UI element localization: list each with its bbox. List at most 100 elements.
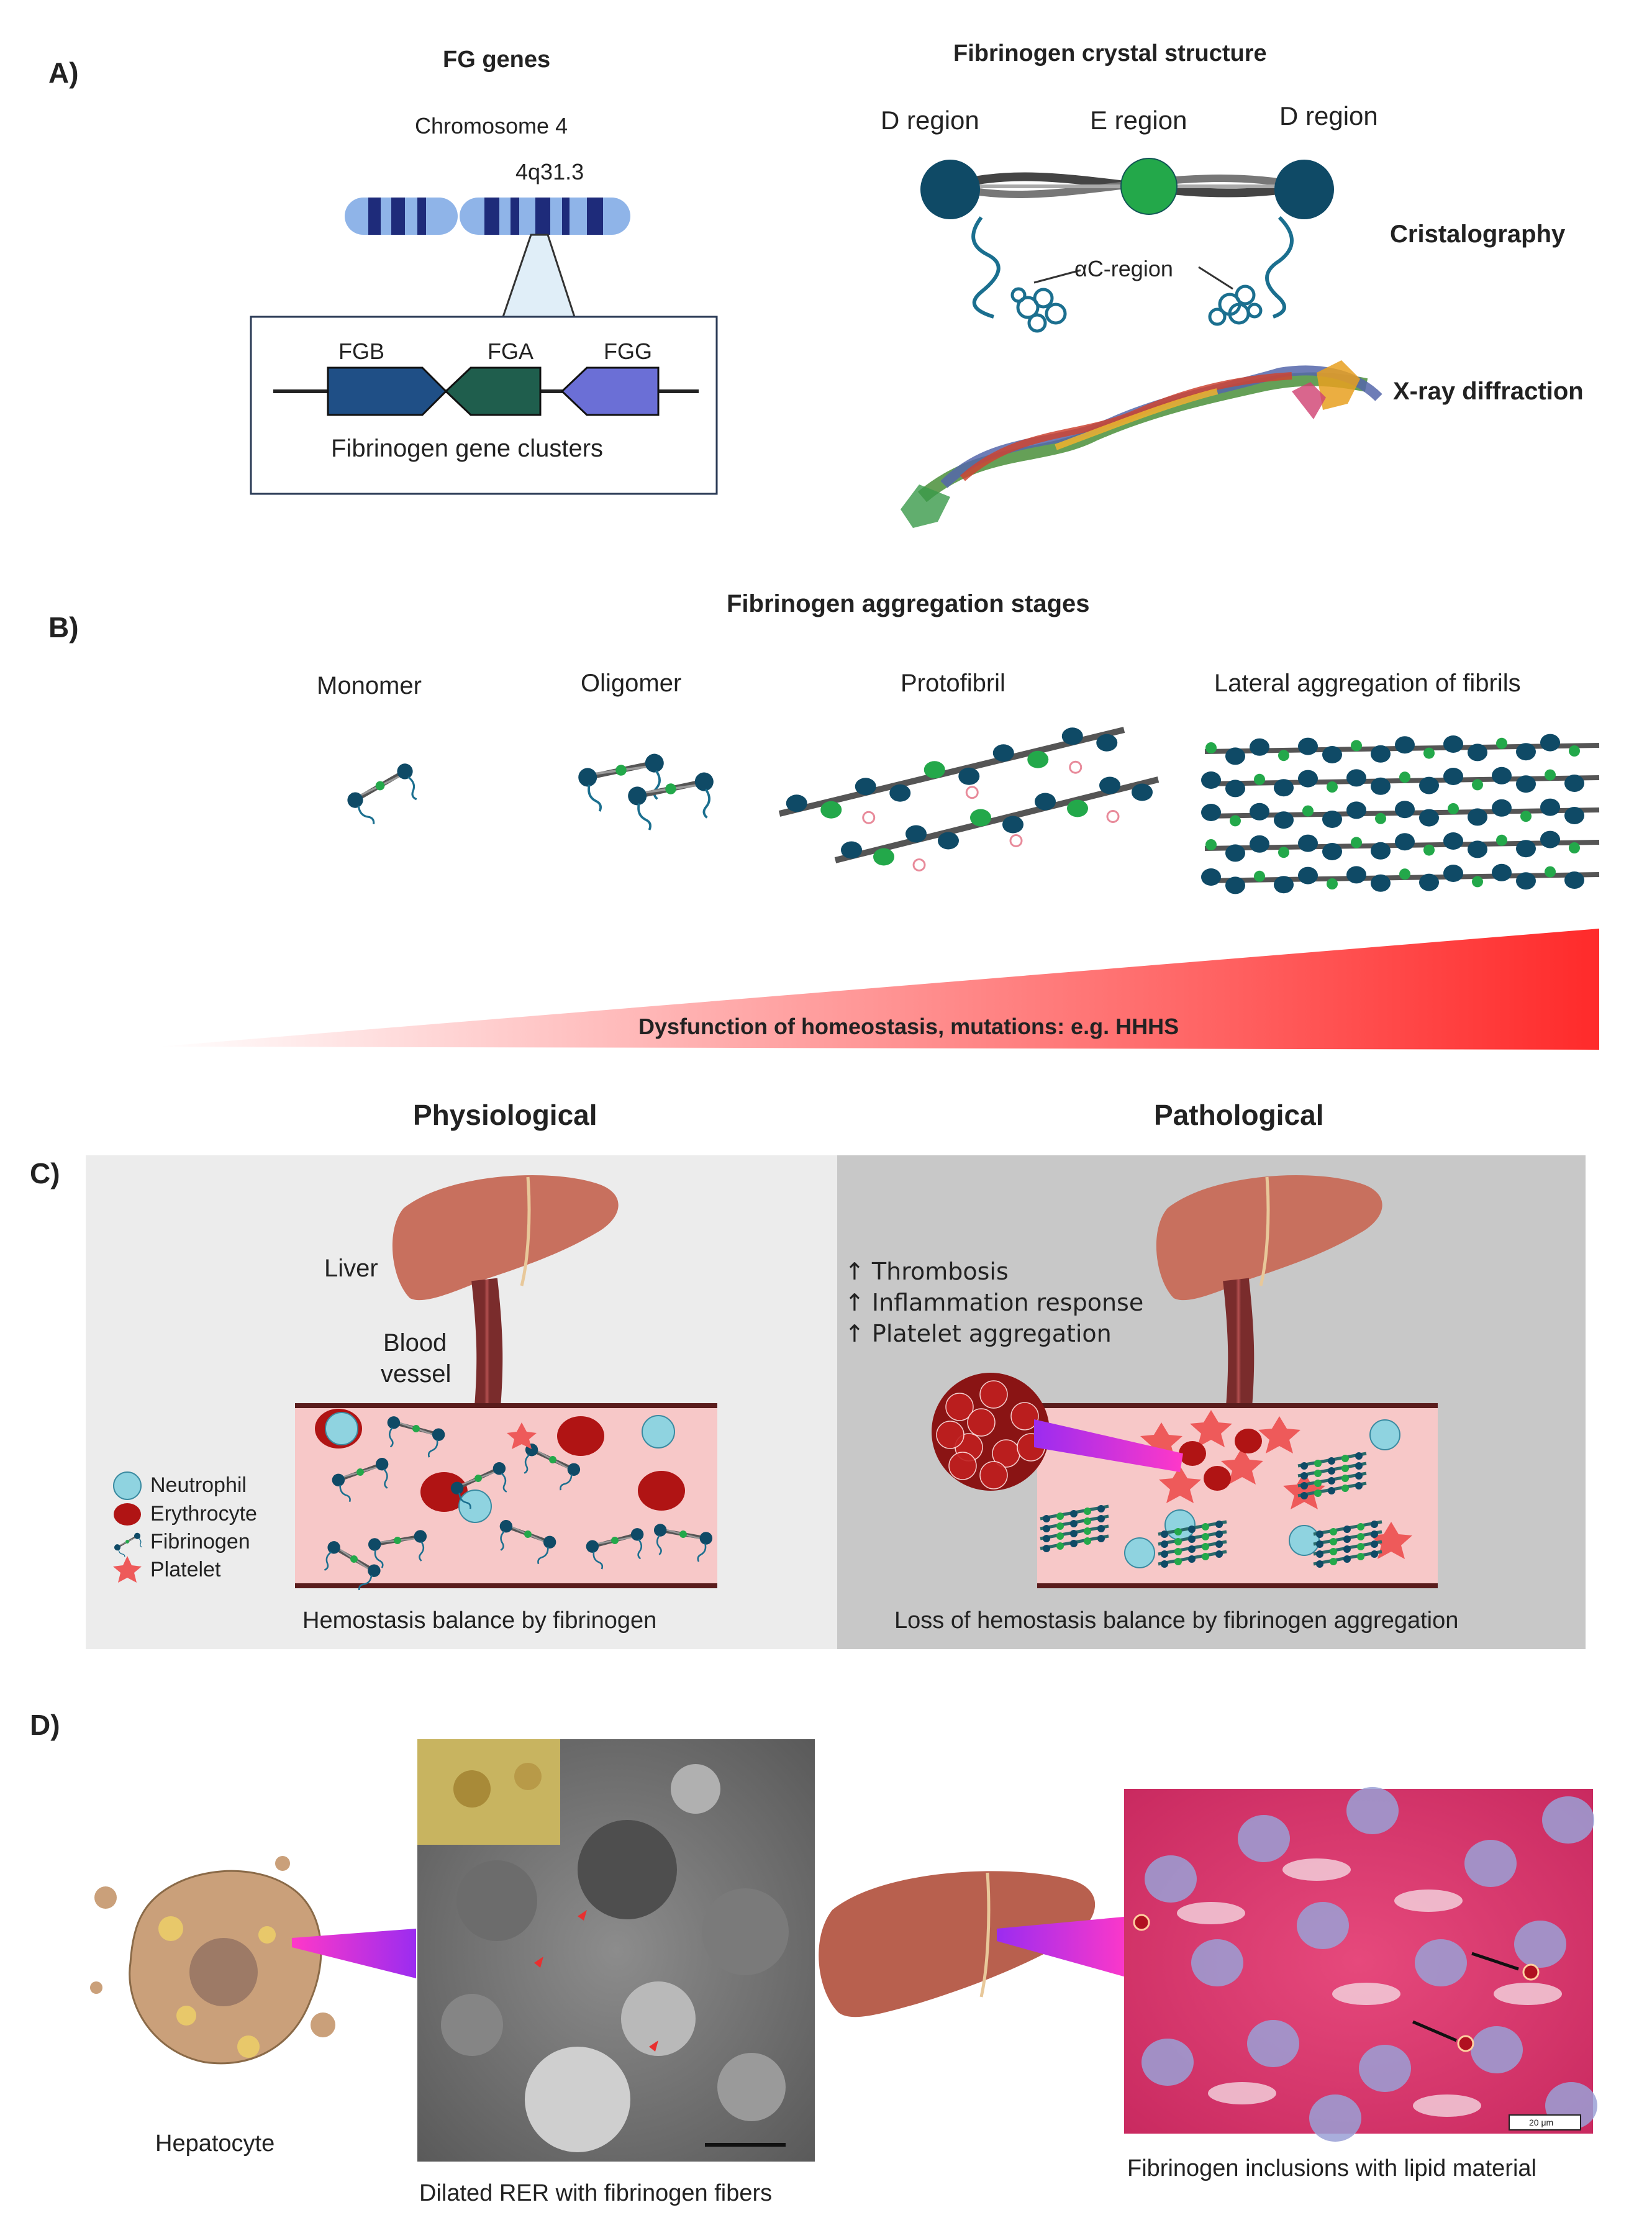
fibrinogen-node [1423, 844, 1435, 856]
fibrinogen-node [1399, 771, 1410, 783]
fibrinogen-node [1371, 1550, 1378, 1558]
ac-coil [1009, 834, 1023, 847]
fibrinogen-node [1174, 1548, 1182, 1555]
legend-fibrinogen: Fibrinogen [150, 1530, 250, 1553]
fibrinogen-node [1300, 1472, 1308, 1480]
platelet [507, 1422, 537, 1449]
fibrinogen-node [1298, 737, 1318, 755]
fibrinogen-node [1316, 1530, 1323, 1538]
fibrinogen-node [1472, 779, 1483, 791]
physiological-title: Physiological [413, 1099, 597, 1131]
fibrinogen-node [1225, 844, 1245, 862]
fibrinogen-node [1443, 832, 1463, 850]
hepatocyte-nucleus [1141, 2039, 1194, 2086]
fibrinogen-node [1316, 1550, 1323, 1558]
fibrinogen-node [1174, 1528, 1182, 1535]
histology-micrograph [1124, 1787, 1597, 2142]
sinusoid [1208, 2082, 1276, 2104]
fibrinogen-node [1097, 1525, 1105, 1532]
effect-platelet-aggregation: ↑ Platelet aggregation [845, 1320, 1112, 1347]
erythrocyte [1204, 1466, 1231, 1491]
fibrinogen-inclusion [1457, 2035, 1474, 2052]
erythrocyte [1235, 1429, 1262, 1453]
fibrinogen-node [1341, 1465, 1349, 1472]
fibrinogen-node [1096, 734, 1118, 752]
fibrinogen-node [1328, 1487, 1335, 1494]
fibrinogen-node [1188, 1535, 1196, 1543]
fibrinogen-node [1346, 769, 1366, 787]
ac-coil [862, 811, 876, 824]
fibrinogen-node [1448, 803, 1459, 814]
fibrinogen-node [1302, 805, 1314, 817]
stage-oligomer: Oligomer [581, 670, 682, 697]
fibrinogen-inclusion [1133, 1914, 1150, 1931]
fibrinogen-node [1205, 839, 1217, 850]
fibrinogen-node [1056, 1512, 1064, 1520]
fibrinogen-node [1161, 1560, 1168, 1568]
fibrinogen-node [1056, 1532, 1064, 1540]
hepatocyte-nucleus [1415, 1939, 1467, 1986]
panel-letter-a: A) [48, 57, 79, 89]
fibrinogen-node [1215, 1540, 1223, 1548]
liver-pathological-icon [1156, 1175, 1382, 1408]
fibrinogen-node [1035, 793, 1056, 811]
fibrinogen-node [1300, 1482, 1308, 1489]
fibrinogen-node [1395, 736, 1415, 754]
fibrinogen-node [1043, 1515, 1050, 1522]
fibrinogen-node [1371, 1521, 1378, 1528]
fibrinogen-node [1084, 1527, 1091, 1535]
fibrinogen-node [1330, 1538, 1337, 1545]
neutrophil [1289, 1525, 1320, 1556]
fibrinogen-node [1357, 1543, 1364, 1550]
fibrinogen-node [1443, 768, 1463, 785]
neutrophil [1164, 1509, 1196, 1540]
fibrinogen-node [1343, 1535, 1351, 1543]
sinusoid [1177, 1902, 1245, 1924]
fibrinogen-node [1215, 1550, 1223, 1558]
fibrinogen-node [1468, 840, 1487, 858]
fibrinogen-node [1084, 1508, 1091, 1515]
oligomer-art [576, 752, 720, 833]
fibrinogen-node [1351, 740, 1362, 752]
hepatocyte-nucleus [1191, 1939, 1243, 1986]
fibrinogen-node [1056, 1522, 1064, 1530]
fibrinogen-node [1084, 1517, 1091, 1525]
fibrinogen-node [1351, 837, 1362, 848]
fibrinogen-node [1278, 750, 1289, 762]
fibrinogen-node [1202, 1533, 1209, 1540]
fibrinogen-node [1341, 1455, 1349, 1462]
fibrinogen-node [1496, 737, 1507, 749]
fibrinogen-node [1316, 1560, 1323, 1568]
fibrinogen-node [1250, 803, 1269, 821]
fibrinogen-node [1496, 834, 1507, 846]
fibrinogen-node [1188, 1545, 1196, 1553]
fibrinogen-node [1330, 1558, 1337, 1565]
fibrinogen-node [1300, 1462, 1308, 1470]
neutrophil [458, 1489, 492, 1523]
fibrinogen-node [1132, 783, 1153, 801]
hepatocyte-illustration [90, 1856, 416, 2065]
histology-scale-label: 20 μm [1529, 2117, 1554, 2127]
liver-panel-d-icon [819, 1871, 1130, 2017]
fibrinogen-node [1346, 866, 1366, 884]
fibrinogen-node [1492, 799, 1512, 817]
fibrinogen-node [1355, 1472, 1363, 1480]
fibrinogen-node [1468, 808, 1487, 826]
fibrinogen-node [1327, 878, 1338, 889]
fibrinogen-node [1161, 1550, 1168, 1558]
hepatocyte-nucleus [1346, 1787, 1399, 1834]
fibrinogen-node [1298, 770, 1318, 788]
legend-erythrocyte: Erythrocyte [150, 1502, 257, 1526]
d-region-left-label: D region [881, 106, 979, 135]
clot-erythrocyte [967, 1408, 996, 1437]
fibrinogen-node [1225, 876, 1245, 894]
sinusoid [1413, 2094, 1481, 2117]
fibrinogen-node [1322, 811, 1342, 828]
fibrinogen-node [1322, 746, 1342, 763]
panel-letter-b: B) [48, 611, 79, 644]
fibrinogen-node [1357, 1553, 1364, 1560]
fibrinogen-node [1371, 745, 1391, 763]
fibrinogen-node [1097, 1505, 1105, 1512]
fibrinogen-node [1314, 1460, 1322, 1467]
fibrinogen-node [1205, 742, 1217, 753]
